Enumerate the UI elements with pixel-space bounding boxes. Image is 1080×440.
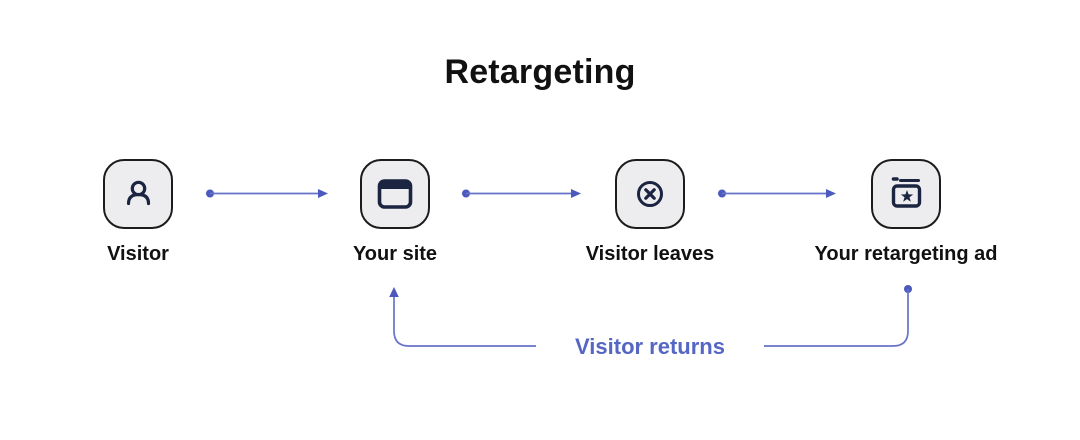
arrow-visitor-to-site [206, 189, 328, 198]
diagram-title: Retargeting [444, 53, 636, 91]
close-circle-icon [637, 181, 663, 207]
user-icon [126, 180, 151, 206]
arrow-leaves-to-ad [718, 189, 836, 198]
ad-star-icon [891, 177, 922, 208]
visitor-icon-box [103, 159, 173, 229]
node-label-retargeting-ad: Your retargeting ad [814, 243, 998, 265]
node-your-site [360, 159, 430, 229]
node-visitor [103, 159, 173, 229]
node-visitor-leaves [615, 159, 685, 229]
retargeting-ad-icon-box [871, 159, 941, 229]
node-label-visitor: Visitor [107, 243, 169, 265]
node-label-visitor-leaves: Visitor leaves [585, 243, 715, 265]
arrow-site-to-leaves [462, 189, 581, 198]
browser-window-icon [377, 179, 413, 209]
your-site-icon-box [360, 159, 430, 229]
return-label: Visitor returns [569, 334, 731, 360]
node-label-your-site: Your site [352, 243, 438, 265]
visitor-leaves-icon-box [615, 159, 685, 229]
node-retargeting-ad [871, 159, 941, 229]
